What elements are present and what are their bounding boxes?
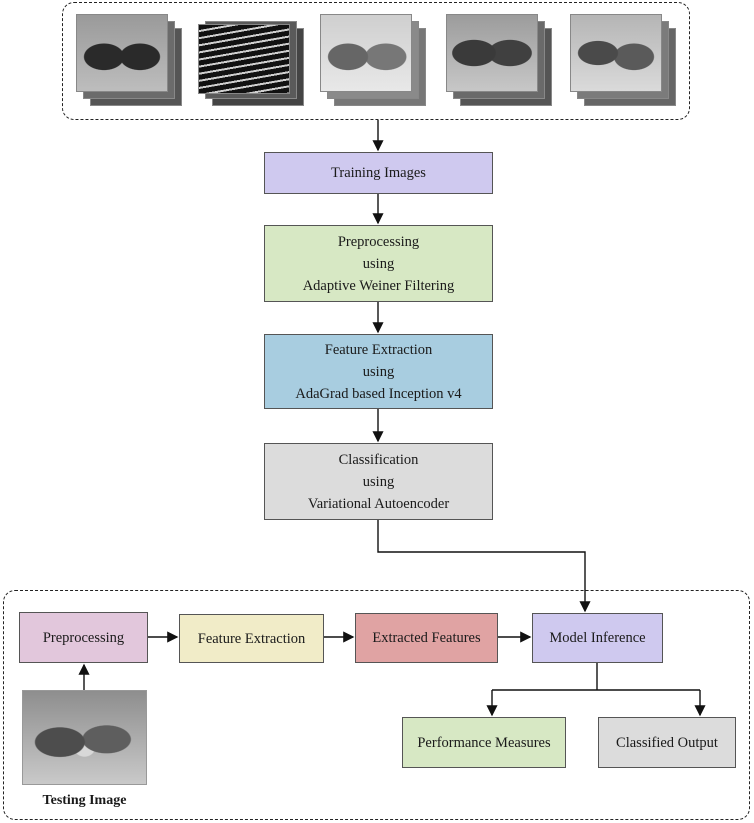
extracted-features-label: Extracted Features bbox=[372, 630, 481, 646]
xray-thumbnail-4 bbox=[446, 14, 558, 106]
extracted-features-box: Extracted Features bbox=[355, 613, 498, 663]
feature-extraction-title: Feature Extraction bbox=[324, 341, 433, 358]
xray-thumbnail-3 bbox=[320, 14, 430, 106]
classification-method: Variational Autoencoder bbox=[307, 495, 450, 512]
model-inference-box: Model Inference bbox=[532, 613, 663, 663]
training-images-frame bbox=[62, 2, 690, 120]
test-preprocessing-label: Preprocessing bbox=[42, 629, 125, 646]
classification-title: Classification bbox=[338, 451, 419, 468]
test-preprocessing-box: Preprocessing bbox=[19, 612, 148, 663]
classified-output-box: Classified Output bbox=[598, 717, 736, 768]
model-inference-label: Model Inference bbox=[549, 630, 646, 646]
xray-thumbnail-2 bbox=[198, 14, 308, 106]
preprocessing-method: Adaptive Weiner Filtering bbox=[302, 277, 455, 294]
classification-connector: using bbox=[362, 473, 395, 490]
testing-image-caption: Testing Image bbox=[42, 793, 127, 808]
training-images-box: Training Images bbox=[264, 152, 493, 194]
feature-extraction-box: Feature Extraction using AdaGrad based I… bbox=[264, 334, 493, 409]
performance-measures-box: Performance Measures bbox=[402, 717, 566, 768]
testing-stage-frame bbox=[3, 590, 750, 820]
test-feature-extraction-box: Feature Extraction bbox=[179, 614, 324, 663]
classified-output-label: Classified Output bbox=[616, 734, 718, 751]
xray-thumbnail-5 bbox=[570, 14, 682, 106]
arrow-classification-to-inference bbox=[377, 520, 591, 613]
feature-extraction-connector: using bbox=[362, 363, 395, 380]
classification-box: Classification using Variational Autoenc… bbox=[264, 443, 493, 520]
preprocessing-box: Preprocessing using Adaptive Weiner Filt… bbox=[264, 225, 493, 302]
training-images-label: Training Images bbox=[331, 165, 426, 181]
xray-thumbnail-1 bbox=[76, 14, 186, 106]
performance-measures-label: Performance Measures bbox=[417, 734, 551, 751]
preprocessing-title: Preprocessing bbox=[337, 233, 420, 250]
feature-extraction-method: AdaGrad based Inception v4 bbox=[295, 385, 462, 402]
preprocessing-connector: using bbox=[362, 255, 395, 272]
testing-xray-image bbox=[22, 690, 147, 785]
test-feature-extraction-label: Feature Extraction bbox=[197, 630, 306, 647]
